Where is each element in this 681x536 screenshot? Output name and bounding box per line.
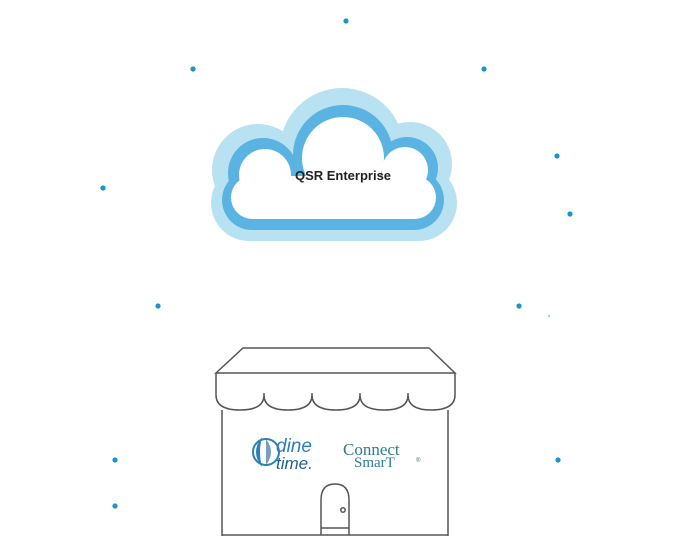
dot — [155, 303, 161, 309]
dot — [554, 153, 560, 159]
dot — [516, 303, 522, 309]
decorative-dots — [100, 18, 573, 509]
store-icon — [214, 347, 457, 536]
dinetime-logo-line2: time. — [276, 454, 313, 473]
dot — [343, 18, 349, 24]
connectsmart-logo-line1: Connect — [343, 440, 400, 459]
connectsmart-logo-line2: SmarT — [354, 455, 395, 471]
dot — [481, 66, 487, 72]
dot — [112, 503, 118, 509]
dinetime-logo-line1: dine — [276, 436, 312, 457]
store-roof — [214, 347, 457, 374]
store-awning — [215, 373, 456, 411]
dinetime-logo: dine time. — [252, 436, 313, 473]
dot — [190, 66, 196, 72]
dot — [548, 315, 550, 317]
cloud-label: QSR Enterprise — [294, 168, 392, 183]
dot — [567, 211, 573, 217]
connectsmart-logo-mark: ® — [416, 457, 421, 464]
dot — [112, 457, 118, 463]
cloud-icon — [211, 88, 457, 241]
dot — [555, 457, 561, 463]
connectsmart-logo: Connect SmarT ® — [343, 440, 421, 471]
store-door — [320, 483, 350, 535]
store-wall — [221, 410, 449, 536]
dot — [100, 185, 106, 191]
